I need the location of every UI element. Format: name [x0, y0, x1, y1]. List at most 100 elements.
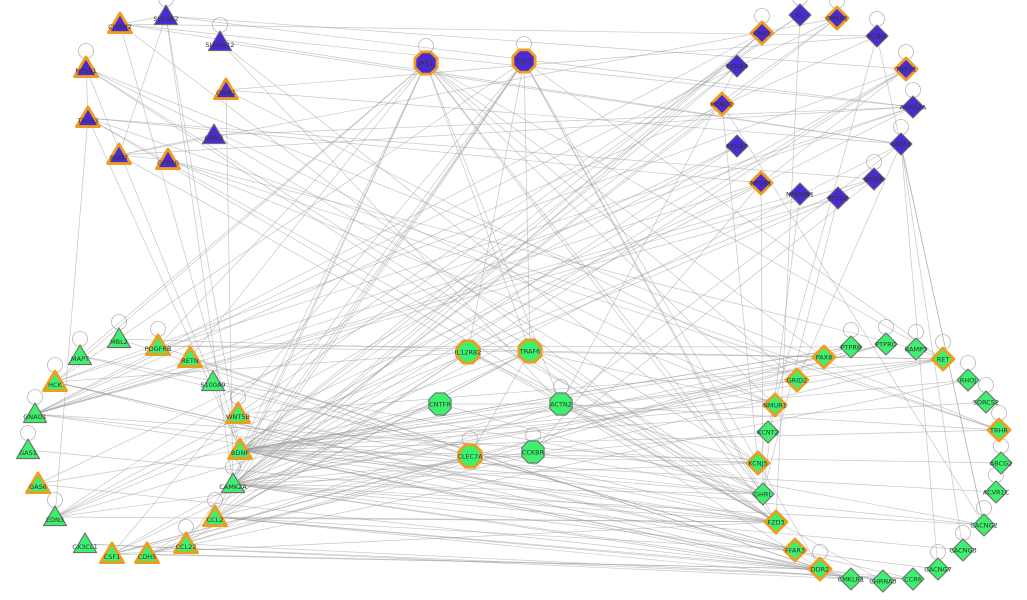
edge: [425, 62, 531, 352]
edge: [34, 413, 764, 495]
edge: [84, 543, 852, 580]
edge: [157, 62, 427, 347]
node-CX3CL1[interactable]: [72, 532, 98, 554]
node-WNT5B[interactable]: [225, 401, 251, 424]
edge: [85, 67, 777, 523]
node-PTPRB[interactable]: [839, 335, 863, 359]
node-CSF2[interactable]: [511, 48, 537, 74]
node-PDGFRB[interactable]: [145, 333, 171, 356]
node-PAX8[interactable]: [811, 344, 837, 370]
edge: [560, 403, 821, 570]
edge: [111, 343, 887, 555]
node-GRIK1[interactable]: [213, 77, 239, 100]
node-RAMP3[interactable]: [904, 337, 928, 361]
node-NPBWR1[interactable]: [788, 182, 812, 206]
edge: [54, 117, 89, 518]
node-EDN3[interactable]: [42, 505, 68, 527]
node-KCNT2[interactable]: [756, 420, 780, 444]
edge: [225, 89, 798, 381]
node-GHRL[interactable]: [751, 482, 775, 506]
node-CHRM2[interactable]: [107, 11, 133, 34]
edge: [232, 483, 821, 570]
node-IL12RB2[interactable]: [455, 339, 481, 365]
node-CLEC7A[interactable]: [457, 443, 483, 469]
node-CSF1[interactable]: [99, 541, 125, 564]
edge: [213, 134, 759, 464]
node-CACNG2[interactable]: [972, 513, 996, 537]
node-MAPT[interactable]: [67, 344, 93, 366]
node-RETN[interactable]: [177, 345, 203, 368]
node-EPHA7[interactable]: [725, 134, 749, 158]
edge: [111, 521, 777, 555]
node-IRS1[interactable]: [413, 50, 439, 76]
node-GRID2[interactable]: [784, 367, 810, 393]
edge: [237, 14, 801, 415]
node-GPR50[interactable]: [155, 147, 181, 170]
node-TRAF6[interactable]: [517, 338, 543, 364]
edge: [237, 413, 777, 523]
node-CACNG3[interactable]: [951, 538, 975, 562]
node-PTPRO[interactable]: [874, 332, 898, 356]
node-GNAO1[interactable]: [22, 402, 48, 424]
node-GRIA4[interactable]: [889, 132, 913, 156]
node-CCL22[interactable]: [173, 531, 199, 554]
node-ACTN2[interactable]: [549, 392, 573, 416]
edge: [467, 351, 764, 495]
node-CHRNA3[interactable]: [871, 569, 895, 593]
edge: [54, 106, 914, 383]
edge: [425, 62, 764, 495]
node-CCKBR[interactable]: [521, 440, 545, 464]
node-BDNF[interactable]: [227, 437, 253, 460]
edge: [167, 159, 917, 350]
node-KL[interactable]: [788, 3, 812, 27]
edge: [85, 67, 764, 495]
node-FZD3[interactable]: [763, 509, 789, 535]
node-CNR1[interactable]: [749, 20, 775, 46]
edge: [232, 358, 944, 485]
node-CCL2[interactable]: [202, 504, 228, 527]
node-TACR3[interactable]: [75, 105, 101, 128]
node-ACVR1C[interactable]: [984, 480, 1008, 504]
self-loop-edge: [878, 319, 894, 335]
node-OPRK1[interactable]: [824, 5, 850, 31]
node-CACNG7[interactable]: [926, 557, 950, 581]
node-HCK[interactable]: [42, 369, 68, 392]
node-GAS1[interactable]: [15, 438, 41, 460]
edge: [118, 338, 471, 457]
node-NMBR[interactable]: [862, 167, 886, 191]
node-KCNJ5[interactable]: [745, 450, 771, 476]
node-S100A9[interactable]: [200, 370, 226, 392]
node-RET[interactable]: [930, 346, 956, 372]
node-SLC6A12[interactable]: [207, 30, 233, 52]
node-CMKLR1[interactable]: [839, 567, 863, 591]
edge: [232, 62, 427, 485]
edge: [239, 350, 531, 451]
node-FFAR3[interactable]: [782, 537, 808, 563]
node-CCR6[interactable]: [901, 567, 925, 591]
edge: [54, 516, 777, 523]
node-RHOJ[interactable]: [956, 368, 980, 392]
node-NMUR1[interactable]: [762, 392, 788, 418]
edge: [118, 154, 884, 582]
node-NPSR1[interactable]: [73, 55, 99, 78]
node-NTSR1[interactable]: [748, 170, 774, 196]
node-PNMT[interactable]: [106, 142, 132, 165]
node-ADRA2A[interactable]: [901, 95, 925, 119]
node-CNTFR[interactable]: [428, 392, 452, 416]
node-CDH5[interactable]: [134, 541, 160, 564]
node-CAMK2A[interactable]: [220, 472, 246, 494]
node-SSTR2[interactable]: [826, 186, 850, 210]
node-KCNJ9[interactable]: [865, 24, 889, 48]
node-MBL2[interactable]: [106, 327, 132, 349]
node-KCND2[interactable]: [709, 91, 735, 117]
node-TRPV1[interactable]: [893, 56, 919, 82]
node-SORCS2[interactable]: [974, 390, 998, 414]
node-HRH3[interactable]: [201, 123, 227, 145]
node-DDR2[interactable]: [807, 556, 833, 582]
node-GAS6[interactable]: [25, 471, 51, 494]
node-ABCG2[interactable]: [989, 451, 1013, 475]
node-TRHR[interactable]: [986, 417, 1012, 443]
node-SLC6A2[interactable]: [153, 4, 179, 26]
edge: [34, 413, 759, 464]
node-EPHA4[interactable]: [725, 54, 749, 78]
